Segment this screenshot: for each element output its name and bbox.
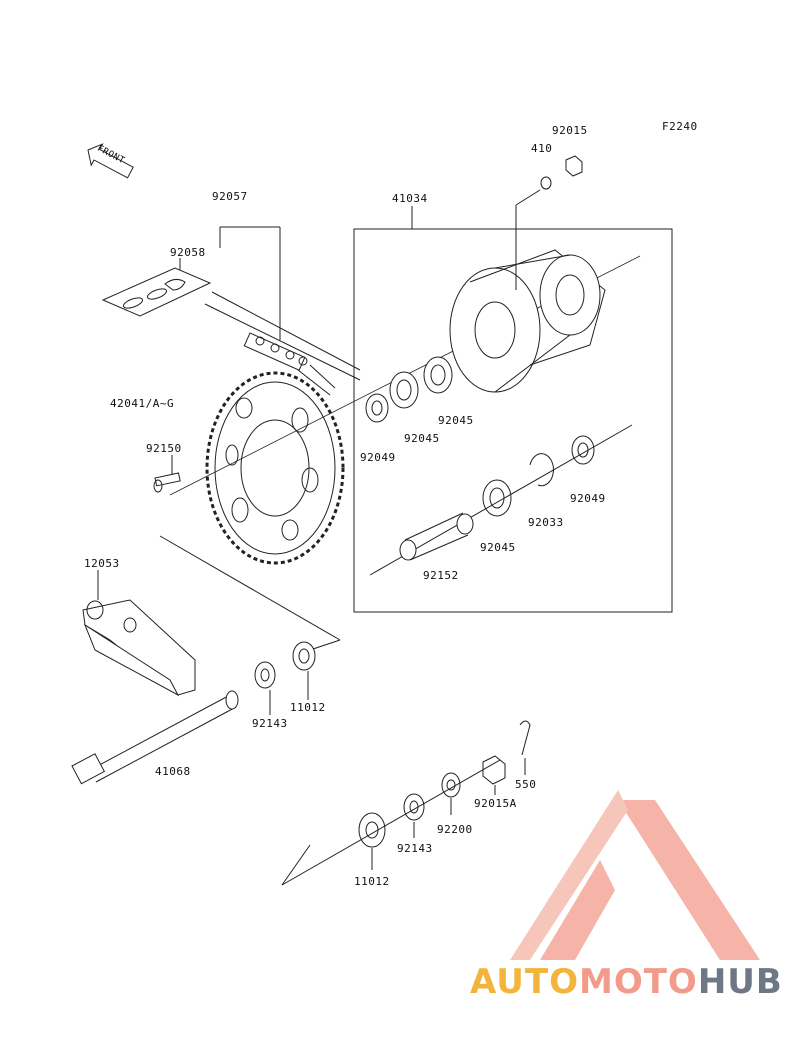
circlip-icon	[529, 453, 554, 487]
chain-adjuster-icon	[82, 599, 196, 697]
castle-nut-icon	[482, 755, 506, 785]
part-label-92015A[interactable]: 92015A	[474, 797, 517, 810]
seal-icon	[365, 393, 389, 423]
watermark-part-hub: HUB	[697, 962, 783, 1002]
part-label-92045-a[interactable]: 92045	[404, 432, 440, 445]
hub-icon	[449, 249, 606, 393]
part-label-92150[interactable]: 92150	[146, 442, 182, 455]
watermark-part-auto: AUTO	[470, 962, 579, 1002]
collar-icon	[403, 793, 425, 821]
part-label-92045-b[interactable]: 92045	[438, 414, 474, 427]
part-label-92152[interactable]: 92152	[423, 569, 459, 582]
bearing-icon	[389, 371, 419, 409]
watermark-part-moto: MOTO	[578, 962, 698, 1002]
part-label-92058[interactable]: 92058	[170, 246, 206, 259]
part-label-550[interactable]: 550	[515, 778, 537, 791]
hub-group-box	[353, 228, 673, 613]
part-label-92200[interactable]: 92200	[437, 823, 473, 836]
part-label-11012-b[interactable]: 11012	[354, 875, 390, 888]
part-label-41034[interactable]: 41034	[392, 192, 428, 205]
bolt-icon	[153, 472, 181, 493]
cotter-pin-icon	[519, 720, 531, 756]
chain-icon	[204, 291, 361, 396]
part-label-92045-c[interactable]: 92045	[480, 541, 516, 554]
seal-icon	[571, 435, 595, 465]
watermark-logo-icon	[510, 790, 760, 960]
part-label-92143-b[interactable]: 92143	[397, 842, 433, 855]
part-label-92057[interactable]: 92057	[212, 190, 248, 203]
diagram-code: F2240	[662, 120, 698, 133]
part-label-92015[interactable]: 92015	[552, 124, 588, 137]
part-label-410[interactable]: 410	[531, 142, 553, 155]
bearing-icon	[423, 356, 453, 394]
part-label-92049-b[interactable]: 92049	[570, 492, 606, 505]
sprocket-icon	[205, 371, 345, 565]
watermark-text: AUTOMOTOHUB	[470, 962, 783, 1002]
bearing-icon	[482, 479, 512, 517]
seal-icon	[292, 641, 316, 671]
front-arrow-icon	[87, 143, 134, 179]
part-label-11012-a[interactable]: 11012	[290, 701, 326, 714]
collar-icon	[254, 661, 276, 689]
axle-icon	[71, 690, 239, 785]
nut-icon	[565, 155, 583, 177]
seal-icon	[358, 812, 386, 848]
part-label-41068[interactable]: 41068	[155, 765, 191, 778]
washer-icon	[540, 176, 552, 190]
master-link-icon	[101, 267, 212, 317]
part-label-42041[interactable]: 42041/A~G	[110, 397, 175, 410]
part-label-92033[interactable]: 92033	[528, 516, 564, 529]
part-label-92049-a[interactable]: 92049	[360, 451, 396, 464]
spacer-icon	[399, 512, 474, 561]
part-label-92143-a[interactable]: 92143	[252, 717, 288, 730]
part-label-12053[interactable]: 12053	[84, 557, 120, 570]
